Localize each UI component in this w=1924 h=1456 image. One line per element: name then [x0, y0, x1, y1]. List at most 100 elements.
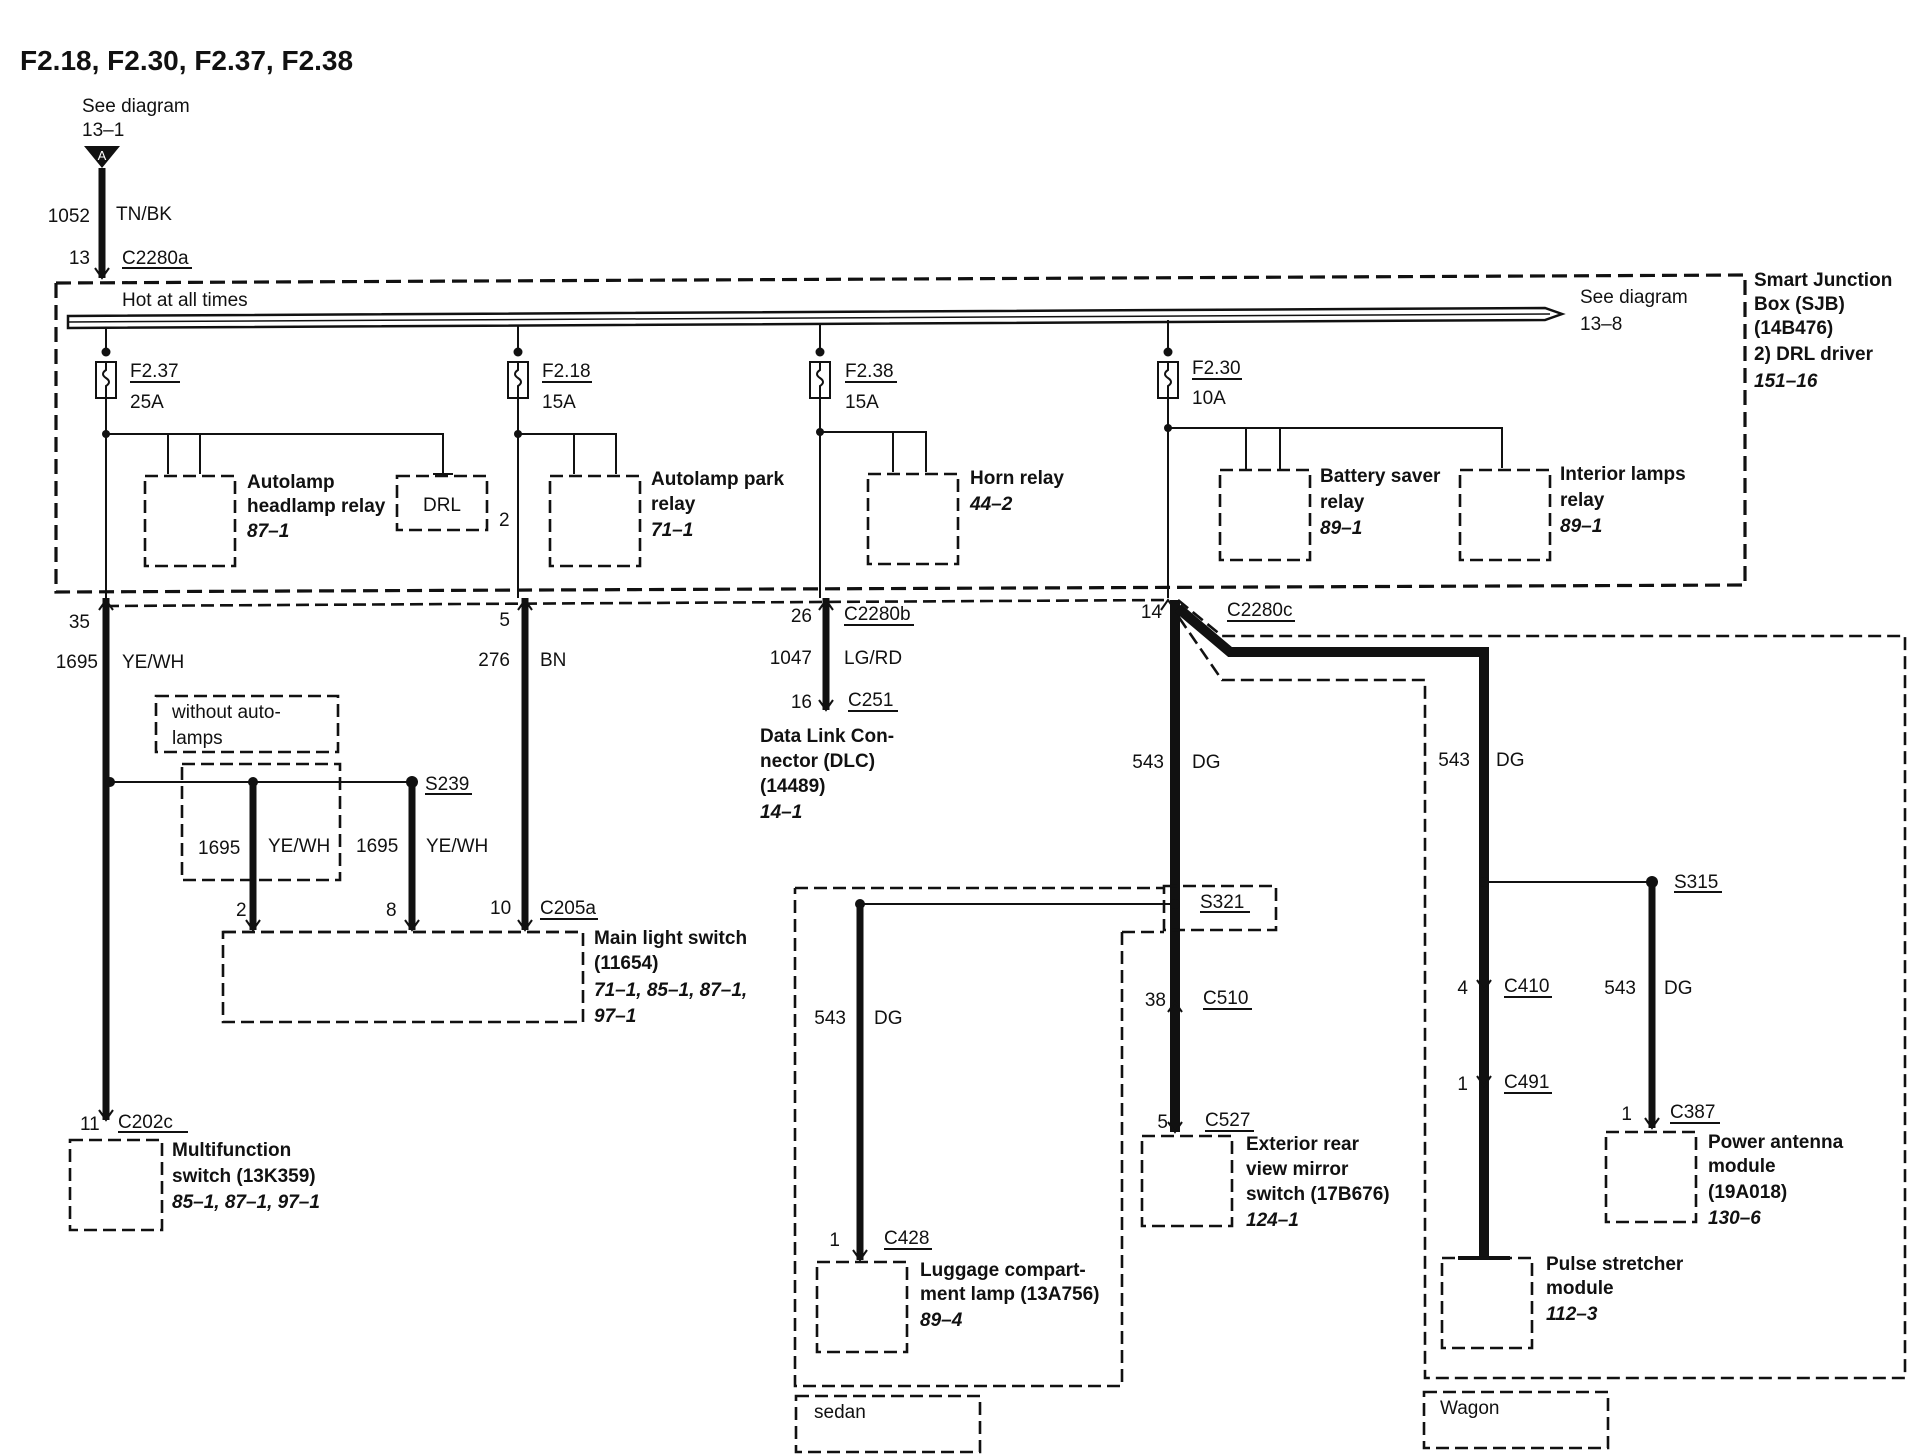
mls-pin-c: 10: [490, 898, 511, 919]
mls-l1: Main light switch: [594, 928, 747, 949]
multifunction-l1: Multifunction: [172, 1140, 291, 1161]
drl-module-box: [395, 474, 489, 532]
wire-1047-pin: 26: [791, 606, 812, 627]
horn-relay-box: [866, 472, 960, 566]
sjb-line4: 2) DRL driver: [1754, 344, 1874, 365]
splice-s321: [1170, 899, 1180, 909]
autolamp-headlamp-relay-box: [143, 474, 237, 568]
c527-pin: 5: [1157, 1112, 1168, 1133]
fuse-f218-name: F2.18: [542, 361, 591, 382]
wire-1695-circuit: 1695: [56, 652, 98, 673]
diagram-title: F2.18, F2.30, F2.37, F2.38: [20, 45, 353, 76]
autolamp-headlamp-relay-ref: 87–1: [247, 521, 289, 542]
dlc-l2: nector (DLC): [760, 751, 875, 772]
autolamp-park-relay-box: [548, 474, 642, 568]
fuse-f230-name: F2.30: [1192, 358, 1241, 379]
fuse-f218-rating: 15A: [542, 392, 576, 413]
fuse-f238-icon: [816, 362, 824, 400]
antenna-connector: C387: [1670, 1102, 1715, 1123]
antenna-l1: Power antenna: [1708, 1132, 1844, 1153]
autolamp-park-relay-l1: Autolamp park: [651, 469, 784, 490]
antenna-pin: 1: [1621, 1104, 1632, 1125]
branch-b-circuit: 1695: [356, 836, 398, 857]
luggage-lamp-l1: Luggage compart-: [920, 1260, 1086, 1281]
bus-label: Hot at all times: [122, 290, 248, 311]
mls-connector: C205a: [540, 898, 596, 919]
wire-276-pin: 5: [499, 610, 510, 631]
multifunction-ref: 85–1, 87–1, 97–1: [172, 1192, 320, 1213]
multifunction-switch-box: [68, 1138, 164, 1232]
pulse-ref: 112–3: [1546, 1304, 1598, 1325]
fuse-f237-rating: 25A: [130, 392, 164, 413]
source-see-label: See diagram: [82, 96, 190, 117]
mls-pin-b: 8: [386, 900, 397, 921]
feed-circuit-label: 1052: [48, 206, 90, 227]
dlc-ref: 14–1: [760, 802, 802, 823]
fuse-f237-icon: [102, 362, 110, 400]
antenna-ref: 130–6: [1708, 1208, 1761, 1229]
feed-connector-label: C2280a: [122, 248, 189, 269]
option-without-l2: lamps: [172, 728, 223, 749]
luggage-lamp-l2: ment lamp (13A756): [920, 1284, 1100, 1305]
c527-connector: C527: [1205, 1110, 1250, 1131]
mirror-switch-box: [1140, 1134, 1234, 1228]
interior-lamps-relay-l2: relay: [1560, 490, 1605, 511]
option-without-l1: without auto-: [171, 702, 281, 723]
splice-s315-label: S315: [1674, 872, 1718, 893]
fuse-f218-icon: [514, 362, 522, 400]
splice-s239-label: S239: [425, 774, 469, 795]
battery-saver-relay-ref: 89–1: [1320, 518, 1362, 539]
mirror-ref: 124–1: [1246, 1210, 1299, 1231]
sjb-output-connector-line: [105, 598, 1171, 608]
feed-connector-symbol: [94, 267, 110, 280]
wire-1047-circuit: 1047: [770, 648, 812, 669]
battery-saver-relay-l2: relay: [1320, 492, 1365, 513]
mirror-l1: Exterior rear: [1246, 1134, 1360, 1155]
dlc-l1: Data Link Con-: [760, 726, 894, 747]
wire-543-connector: C2280c: [1227, 600, 1293, 621]
source-connector-triangle: [84, 146, 120, 168]
main-light-switch-box: [221, 930, 585, 1024]
mls-ref1: 71–1, 85–1, 87–1,: [594, 980, 747, 1001]
sjb-enclosure: [54, 273, 1747, 594]
battery-saver-relay-box: [1218, 468, 1312, 562]
option-without-autolamps-box: [154, 694, 340, 754]
wire-1047-pin2: 16: [791, 692, 812, 713]
wire-1047-color: LG/RD: [844, 648, 902, 669]
sedan-lamp-wire-circuit: 543: [814, 1008, 846, 1029]
mls-ref2: 97–1: [594, 1006, 636, 1027]
sedan-option-label-box: [794, 1394, 982, 1454]
c510-pin: 38: [1145, 990, 1166, 1011]
bus-ref-label: 13–8: [1580, 314, 1622, 335]
sedan-lamp-wire-color: DG: [874, 1008, 903, 1029]
interior-lamps-relay-ref: 89–1: [1560, 516, 1602, 537]
wire-276-circuit: 276: [478, 650, 510, 671]
bus-see-label: See diagram: [1580, 287, 1688, 308]
luggage-lamp-box: [815, 1260, 909, 1354]
wire-1047-connector2: C251: [848, 690, 893, 711]
source-connector-letter: A: [98, 148, 107, 163]
pulse-l2: module: [1546, 1278, 1614, 1299]
c491-connector: C491: [1504, 1072, 1549, 1093]
fuse-f237-name: F2.37: [130, 361, 179, 382]
wire-543-circuit: 543: [1132, 752, 1164, 773]
sedan-option-label: sedan: [814, 1402, 866, 1423]
branch-a-circuit: 1695: [198, 838, 240, 859]
multifunction-l2: switch (13K359): [172, 1166, 316, 1187]
sjb-line3: (14B476): [1754, 318, 1833, 339]
antenna-wire-circuit: 543: [1604, 978, 1636, 999]
autolamp-park-relay-l2: relay: [651, 494, 696, 515]
feed-color-label: TN/BK: [116, 204, 172, 225]
antenna-l3: (19A018): [1708, 1182, 1787, 1203]
mls-pin-a: 2: [236, 900, 247, 921]
luggage-lamp-ref: 89–4: [920, 1310, 963, 1331]
mirror-l2: view mirror: [1246, 1159, 1349, 1180]
branch-a-color: YE/WH: [268, 836, 330, 857]
wire-276-color: BN: [540, 650, 566, 671]
autolamp-park-relay-ref: 71–1: [651, 520, 693, 541]
wire-1047-connector: C2280b: [844, 604, 911, 625]
fuse-f238-name: F2.38: [845, 361, 894, 382]
sjb-name: Smart Junction: [1754, 270, 1892, 291]
wire-1695-color: YE/WH: [122, 652, 184, 673]
pulse-l1: Pulse stretcher: [1546, 1254, 1684, 1275]
